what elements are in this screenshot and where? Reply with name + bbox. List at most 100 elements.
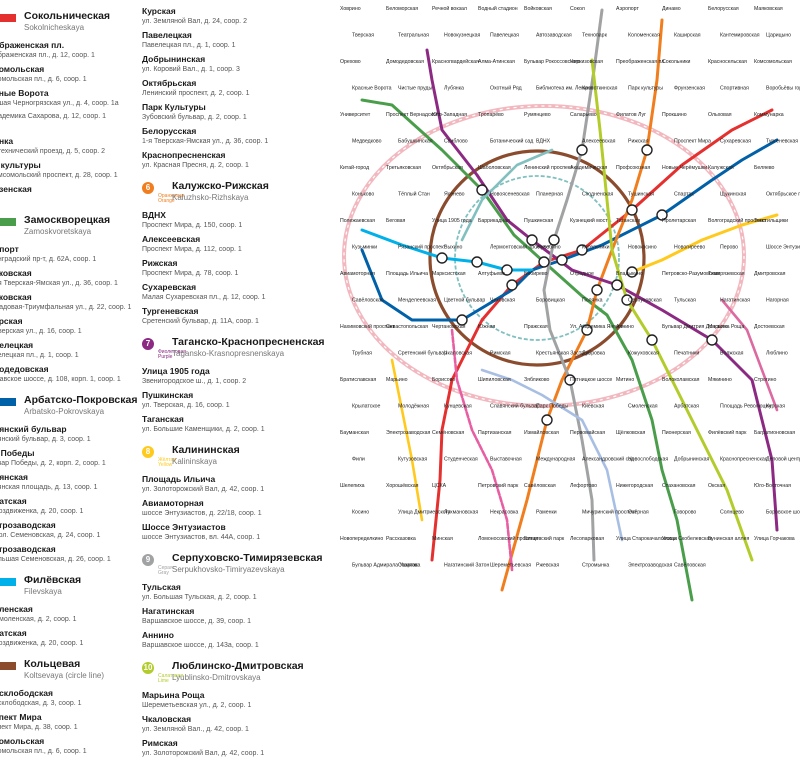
- station-address: Садовая-Триумфальная ул., д. 22, соор. 1: [0, 304, 132, 311]
- station-label: Зябликово: [524, 377, 550, 383]
- station-label: Серпуховская: [628, 298, 662, 304]
- station-label: Воробьёвы горы: [766, 86, 800, 92]
- line-number-badge: 7: [142, 338, 154, 350]
- line-name: Сокольническая: [24, 10, 111, 22]
- station-address: Тверская ул., д. 16, соор. 1: [0, 328, 82, 335]
- station-entry: ьелецкаяьелецкая пл., д. 1, соор. 1: [0, 340, 136, 364]
- station-label: Владыкино: [616, 271, 643, 277]
- station-name: ерская: [0, 316, 23, 326]
- station-label: Театральная: [398, 33, 429, 39]
- station-label: Каширская: [674, 33, 701, 39]
- line-name: Люблинско-Дмитровская: [172, 660, 304, 672]
- line-name: Калужско-Рижская: [172, 180, 269, 192]
- station-address: Смоленская, д. 2, соор. 1: [0, 616, 77, 623]
- station-label: Коммунарка: [754, 112, 784, 118]
- circle-line-5: [428, 149, 646, 367]
- station-label: Говорово: [674, 510, 696, 516]
- station-name: аковская: [0, 292, 32, 302]
- interchange-marker: [656, 209, 668, 221]
- station-label: Полежаевская: [340, 218, 375, 224]
- line-name: Кольцевая: [24, 658, 81, 670]
- station-label: Багратионовская: [754, 430, 795, 436]
- station-label: Филёвский парк: [708, 429, 747, 436]
- station-label: Трубная: [352, 351, 372, 357]
- station-address: омсомольский проспект, д. 28, соор. 1: [0, 172, 118, 179]
- station-label: Лухмановская: [444, 510, 478, 516]
- station-label: Сокольники: [662, 59, 690, 65]
- station-label: Ольховая: [708, 112, 732, 118]
- station-label: Красносельская: [708, 59, 747, 65]
- station-label: Пионерская: [662, 430, 691, 436]
- station-name: Площадь Ильича: [142, 474, 216, 484]
- station-label: Медведково: [352, 139, 382, 145]
- station-label: Фрунзенская: [674, 86, 705, 92]
- station-label: Саларьево: [570, 112, 597, 118]
- station-name: Курская: [142, 6, 176, 16]
- line-name: Таганско-Краснопресненская: [172, 336, 325, 348]
- station-label: Люблино: [766, 351, 788, 357]
- station-name: к Победы: [0, 448, 35, 458]
- station-name: опорт: [0, 244, 19, 254]
- station-label: Бульвар Адмирала Ушакова: [352, 563, 421, 569]
- interchange-marker: [556, 254, 568, 266]
- station-address: шоссе Энтузиастов, д. 22/18, соор. 1: [142, 510, 262, 517]
- station-label: Планерная: [536, 192, 563, 198]
- station-address: итехнический проезд, д. 5, соор. 2: [0, 148, 106, 155]
- line-translit: Arbatsko-Pokrovskaya: [24, 407, 105, 416]
- station-label: Партизанская: [478, 430, 512, 436]
- station-label: Менделеевская: [398, 298, 436, 304]
- interchange-marker: [471, 256, 483, 268]
- station-label: Нагорная: [766, 298, 789, 304]
- station-label: Преображенская пл.: [616, 59, 666, 65]
- station-address: шавское шоссе, д. 108, корп. 1, соор. 1: [0, 376, 121, 383]
- interchange-marker: [576, 244, 588, 256]
- station-label: Охотный Ряд: [490, 85, 522, 92]
- station-name: Римская: [142, 738, 178, 748]
- station-label: Китай-город: [340, 164, 369, 171]
- interchange-marker: [641, 144, 653, 156]
- station-address: Проспект Мира, д. 112, соор. 1: [142, 246, 242, 253]
- station-label: Улица Дмитриевского: [398, 510, 450, 516]
- station-label: Крылатское: [352, 404, 381, 410]
- station-name: Чкаловская: [142, 714, 192, 724]
- station-name: Таганская: [142, 414, 184, 424]
- station-label: Авиамоторная: [340, 271, 375, 277]
- station-label: Некрасовка: [490, 510, 518, 516]
- station-label: Водный стадион: [478, 5, 518, 12]
- metro-line-14: [450, 328, 514, 572]
- station-address: ая Тверская-Ямская ул., д. 36, соор. 1: [0, 280, 118, 287]
- station-label: Чертановская: [432, 324, 466, 330]
- station-address: Шереметьевская ул., д. 2, соор. 1: [142, 702, 252, 709]
- station-label: Филатов Луг: [616, 112, 646, 118]
- station-label: Новопеределкино: [340, 536, 383, 542]
- station-label: Октябрьская: [432, 165, 463, 171]
- station-name: Тургеневская: [142, 306, 199, 316]
- station-address: Воздвиженка, д. 20, соор. 1: [0, 640, 84, 647]
- interchange-marker: [646, 334, 658, 346]
- station-label: Волоколамская: [662, 377, 700, 383]
- metro-line-2: [360, 98, 694, 602]
- station-name: ображенская пл.: [0, 40, 65, 50]
- station-name: Марьина Роща: [142, 690, 205, 700]
- station-name: сомольская: [0, 64, 45, 74]
- station-name: янка: [0, 136, 14, 146]
- station-name: ктрозаводская: [0, 520, 56, 530]
- station-label: Дубровка: [582, 351, 605, 357]
- station-name: Добрынинская: [142, 54, 206, 64]
- station-address: ьелецкая пл., д. 1, соор. 1: [0, 352, 79, 359]
- station-label: Лубянка: [444, 86, 464, 92]
- station-name: оленская: [0, 604, 33, 614]
- station-label: Петровско-Разумовская: [662, 271, 720, 277]
- station-label: Калужская: [708, 165, 734, 171]
